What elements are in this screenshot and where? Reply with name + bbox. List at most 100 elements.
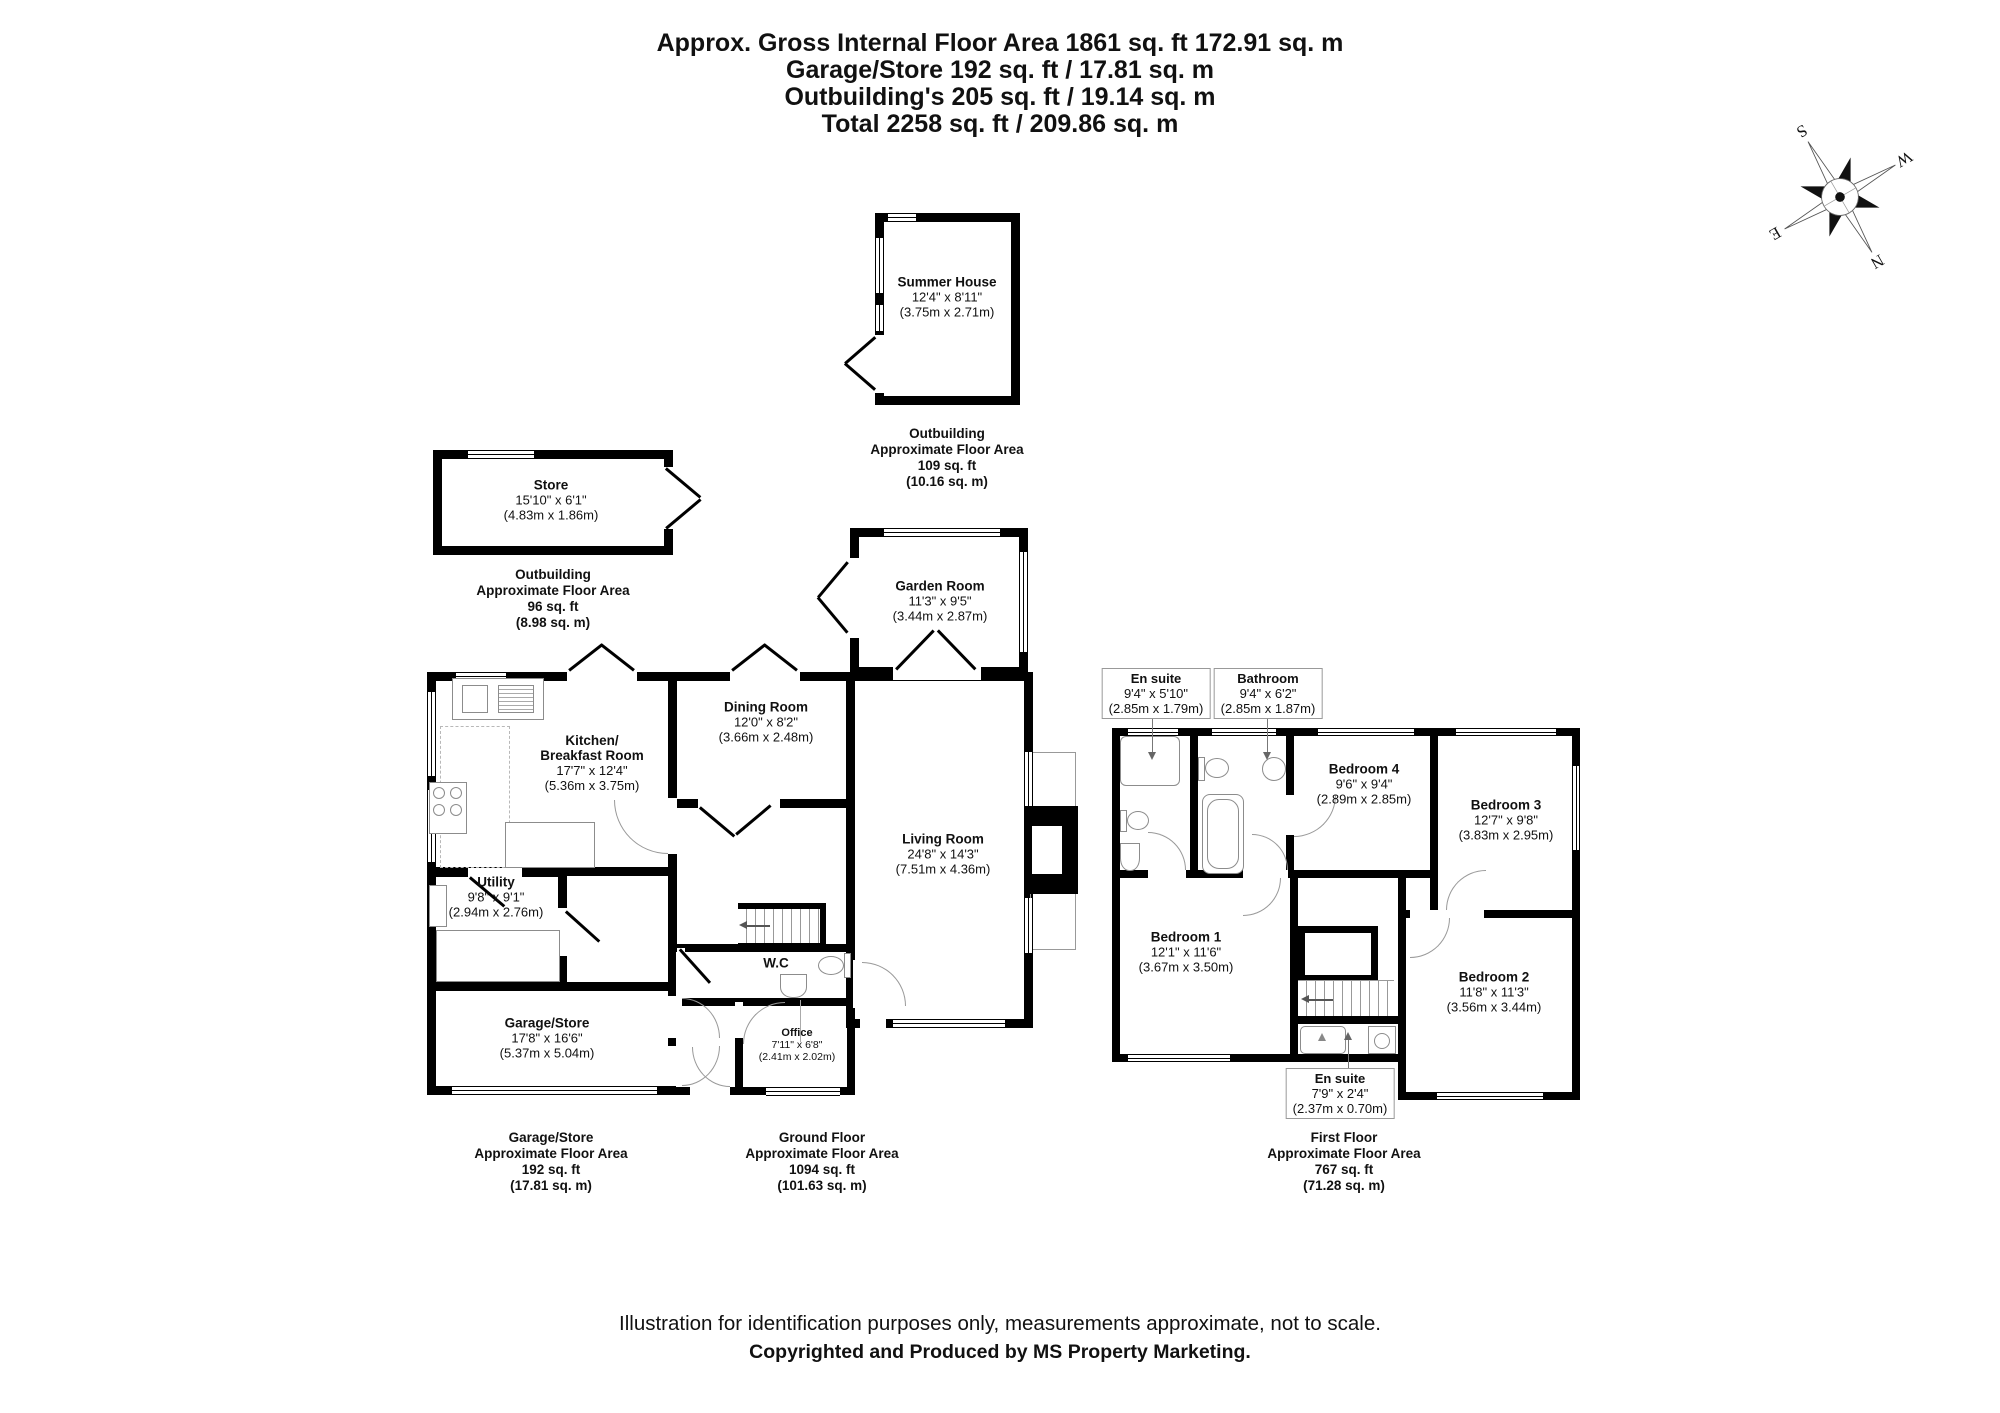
door-gap [468, 868, 522, 877]
label-living: Living Room 24'8" x 14'3" (7.51m x 4.36m… [895, 831, 991, 877]
window [1019, 552, 1028, 652]
compass-west-label: W [1892, 147, 1915, 171]
caption-ground-floor: Ground Floor Approximate Floor Area 1094… [745, 1130, 899, 1193]
shower-icon [1120, 736, 1180, 786]
door-gap [893, 664, 981, 680]
header-line-total: Total 2258 sq. ft / 209.86 sq. m [821, 110, 1179, 138]
room-store [433, 450, 673, 555]
door-leaf [735, 804, 772, 836]
garage-door [452, 1086, 657, 1095]
door-gap [850, 558, 859, 638]
bay-window-outline [1030, 752, 1076, 808]
door-leaf [568, 643, 603, 672]
label-bedroom-3: Bedroom 3 12'7" x 9'8" (3.83m x 2.95m) [1458, 797, 1554, 843]
leader-line [1267, 719, 1268, 753]
burner-icon [450, 804, 462, 816]
door-gap [1243, 870, 1281, 878]
label-bedroom-2: Bedroom 2 11'8" x 11'3" (3.56m x 3.44m) [1446, 969, 1542, 1015]
door-gap [735, 1002, 743, 1038]
utility-sink-icon [429, 885, 447, 927]
counter-icon [436, 930, 560, 982]
door-gap [730, 672, 800, 681]
door-gap [666, 1046, 682, 1086]
compass-east-label: E [1766, 223, 1784, 245]
door-leaf [844, 362, 877, 391]
stairs-direction-arrow [739, 921, 747, 929]
door-leaf [600, 643, 635, 672]
door-gap [1446, 910, 1484, 918]
door-gap [698, 799, 780, 808]
window [888, 213, 916, 222]
room-wc [668, 944, 855, 1006]
label-kitchen: Kitchen/ Breakfast Room 17'7" x 12'4" (5… [540, 733, 644, 793]
window [1024, 898, 1033, 953]
cabinet-icon [505, 822, 595, 868]
toilet-cistern-icon [844, 953, 851, 978]
shower-arrow [1318, 1033, 1326, 1041]
door-gap [690, 1087, 730, 1095]
door-gap [1286, 795, 1294, 835]
label-garden-room: Garden Room 11'3" x 9'5" (3.44m x 2.87m) [892, 578, 988, 624]
window [468, 450, 534, 459]
toilet-icon [1127, 811, 1149, 830]
label-utility: Utility 9'8" x 9'1" (2.94m x 2.76m) [448, 874, 544, 920]
label-dining: Dining Room 12'0" x 8'2" (3.66m x 2.48m) [718, 699, 814, 745]
wall [1292, 1016, 1406, 1024]
window [1128, 1054, 1230, 1062]
window [1024, 752, 1033, 810]
caption-garage: Garage/Store Approximate Floor Area 192 … [474, 1130, 628, 1193]
door-leaf [817, 561, 849, 599]
door-leaf [817, 596, 849, 634]
sink-icon [1120, 843, 1140, 871]
window [1437, 1092, 1543, 1100]
bathtub-icon [1202, 794, 1244, 874]
room-garage-store [427, 982, 680, 1095]
copyright-text: Copyrighted and Produced by MS Property … [749, 1341, 1251, 1363]
window [1318, 728, 1414, 736]
bathtub-inner [1207, 799, 1239, 869]
leader-line [1152, 719, 1153, 753]
fireplace-opening [1032, 826, 1062, 874]
window [893, 1019, 1005, 1028]
label-en-suite-2: En suite 7'9" x 2'4" (2.37m x 0.70m) [1285, 1068, 1395, 1119]
header-line-outbuildings: Outbuilding's 205 sq. ft / 19.14 sq. m [784, 83, 1216, 111]
label-en-suite-1: En suite 9'4" x 5'10" (2.85m x 1.79m) [1101, 668, 1211, 719]
window [766, 1087, 840, 1096]
toilet-cistern-icon [1198, 757, 1205, 781]
door-gap [1410, 910, 1448, 918]
door-leaf [699, 806, 736, 838]
stairs-direction-line [745, 925, 770, 927]
door-gap [853, 960, 864, 1008]
door-gap [875, 335, 884, 393]
door-gap [666, 996, 682, 1038]
office-partition-line [800, 1000, 801, 1042]
label-bathroom: Bathroom 9'4" x 6'2" (2.85m x 1.87m) [1213, 668, 1323, 719]
door-gap [558, 908, 567, 956]
compass-south-label: S [1793, 121, 1811, 142]
header-line-garage: Garage/Store 192 sq. ft / 17.81 sq. m [786, 56, 1214, 84]
toilet-icon [818, 956, 844, 975]
compass-north-label: N [1867, 250, 1887, 272]
disclaimer-text: Illustration for identification purposes… [619, 1312, 1381, 1335]
window [427, 692, 436, 776]
window [875, 238, 884, 293]
sink-bowl-icon [1374, 1033, 1390, 1049]
sink-round-icon [1262, 757, 1286, 781]
window [875, 305, 884, 331]
burner-icon [433, 804, 445, 816]
window [1456, 728, 1556, 736]
kitchen-sink-basin-icon [462, 685, 488, 713]
burner-icon [450, 787, 462, 799]
compass-rose-icon: N E S W [1766, 121, 1916, 273]
door-leaf [565, 910, 601, 943]
door-gap [1148, 870, 1186, 878]
footer-disclaimer: Illustration for identification purposes… [0, 1310, 2000, 1366]
bay-window-outline [1030, 892, 1076, 950]
window [1212, 728, 1276, 736]
door-leaf [763, 643, 798, 672]
caption-outbuilding-store: Outbuilding Approximate Floor Area 96 sq… [476, 567, 630, 630]
label-summer-house: Summer House 12'4" x 8'11" (3.75m x 2.71… [897, 274, 997, 320]
burner-icon [433, 787, 445, 799]
door-leaf [844, 336, 877, 365]
